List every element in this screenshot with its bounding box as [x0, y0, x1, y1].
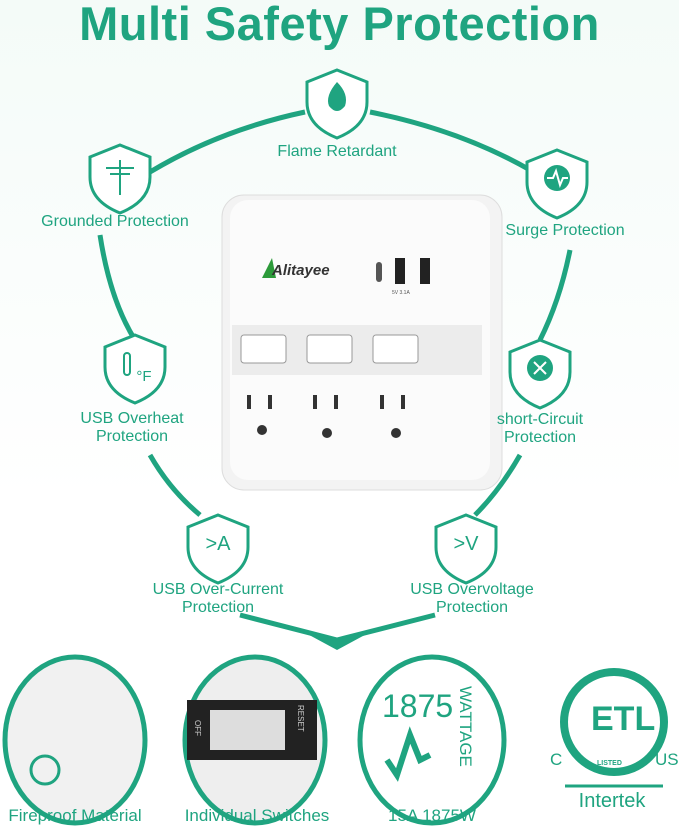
no-fire-icon [29, 754, 61, 786]
usb-port [395, 258, 405, 284]
label-line: Protection [503, 429, 577, 446]
label-line: Protection [181, 599, 255, 616]
overcurrent-shield-icon [186, 513, 250, 585]
power-strip-device [221, 194, 503, 491]
switch [306, 334, 353, 364]
etl-listed: LISTED [597, 760, 622, 767]
label-line: short-Circuit [496, 411, 584, 428]
usb-c-port [376, 262, 382, 282]
caption-switches: Individual Switches [184, 806, 330, 825]
wattage-circle [357, 654, 507, 826]
brand-logo [262, 258, 276, 278]
switch [240, 334, 287, 364]
label-grounded: Grounded Protection [41, 213, 189, 230]
flame-icon [328, 82, 346, 111]
switch-reset-text: RESET [296, 705, 305, 732]
label-line: USB Overheat [80, 410, 184, 427]
thermometer-icon [123, 352, 131, 376]
usb-rating: 5V 3.1A [392, 290, 410, 296]
label-line: USB Over-Current [152, 581, 284, 598]
line [369, 109, 532, 173]
etl-c: C [550, 750, 563, 769]
label-surge: Surge Protection [505, 222, 625, 239]
overvoltage-icon-text: >V [453, 533, 479, 555]
caption-intertek: Intertek [578, 790, 646, 812]
chevron-icon [300, 630, 374, 650]
label-line: USB Overvoltage [410, 581, 534, 598]
overcurrent-icon-text: >A [205, 533, 231, 555]
label-line: Protection [95, 428, 169, 445]
line [473, 453, 523, 517]
line [97, 234, 138, 342]
wattage-icon [384, 726, 432, 782]
etl-us: US [655, 750, 679, 769]
overvoltage-shield-icon [434, 513, 498, 585]
wattage-word: WATTAGE [456, 686, 475, 767]
overheat-icon-text: °F [136, 368, 152, 385]
fireproof-circle [2, 654, 148, 826]
label-line: Protection [435, 599, 509, 616]
ground-icon [106, 160, 134, 195]
line [148, 109, 306, 175]
overheat-shield-icon [103, 333, 167, 405]
brand-name: Alitayee [272, 262, 330, 279]
etl-logo [560, 668, 668, 776]
line [239, 612, 436, 643]
line [537, 249, 573, 342]
usb-port [420, 258, 430, 284]
line [147, 453, 202, 517]
switch-off-text: OFF [193, 720, 202, 736]
switch [372, 334, 419, 364]
wattage-number: 1875 [382, 688, 454, 724]
caption-fireproof: Fireproof Material [8, 806, 142, 825]
page-title: Multi Safety Protection [79, 0, 600, 50]
caption-rating: 15A 1875W [388, 806, 476, 825]
outlets [247, 395, 405, 438]
label-flame: Flame Retardant [277, 143, 397, 160]
etl-text: ETL [591, 700, 656, 738]
